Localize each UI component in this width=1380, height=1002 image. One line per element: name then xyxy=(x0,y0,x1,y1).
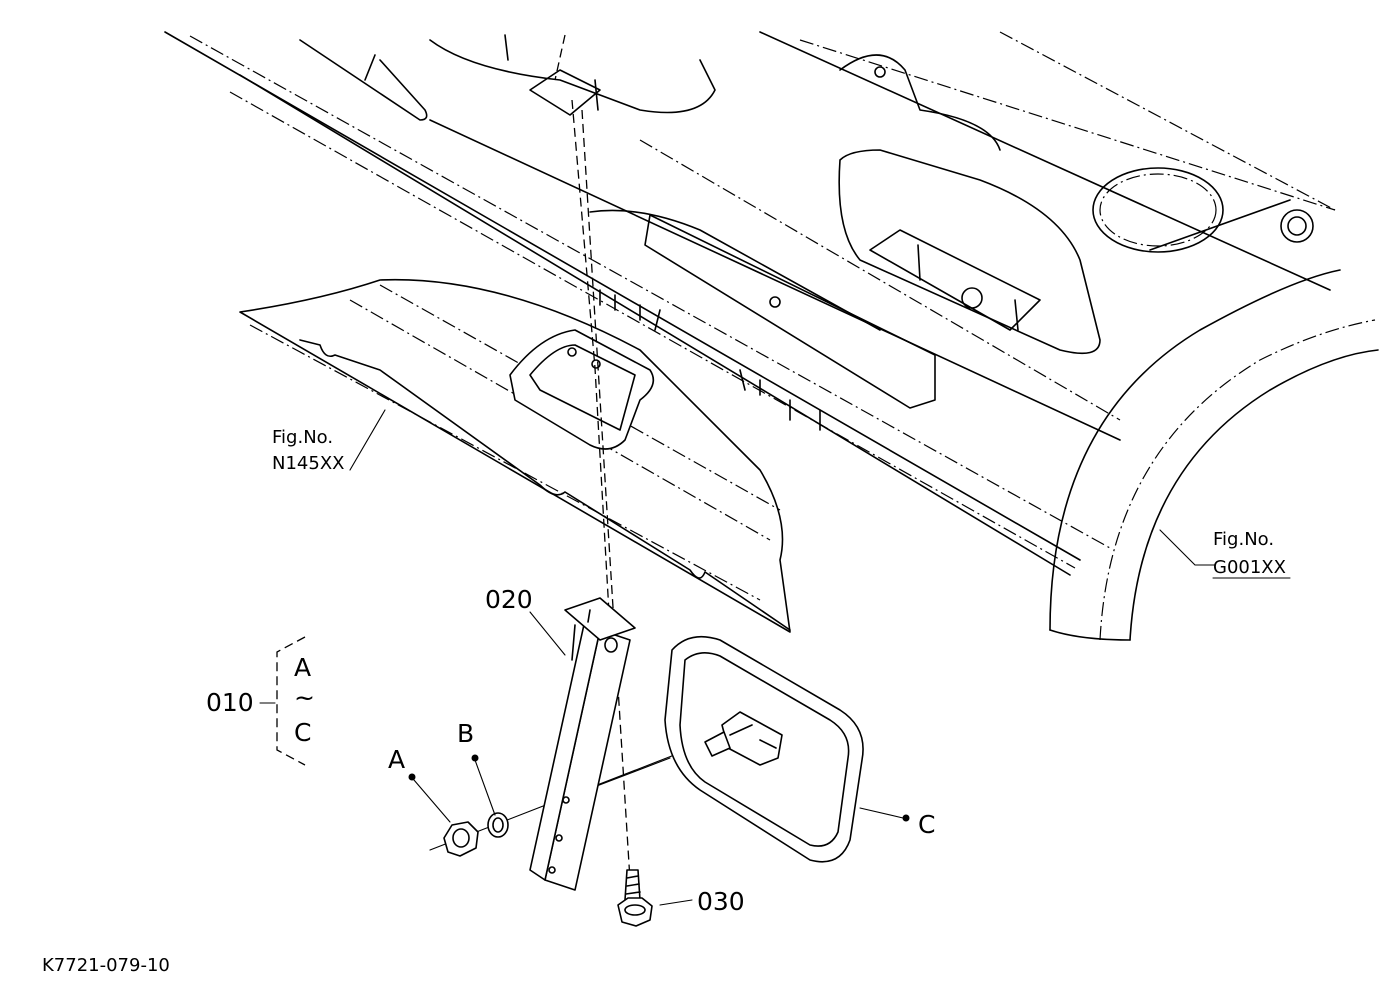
fig-ref-g001-line2: G001XX xyxy=(1213,557,1286,578)
callout-b: B xyxy=(457,719,474,748)
mirror-part xyxy=(664,635,864,863)
washer-part xyxy=(487,812,509,838)
leader-lines xyxy=(259,409,1216,906)
callout-c: C xyxy=(918,810,935,839)
range-from-label: A xyxy=(294,653,311,682)
callout-a: A xyxy=(388,745,405,774)
cab-body-linework xyxy=(164,31,1379,641)
fig-ref-g001-line1: Fig.No. xyxy=(1213,529,1274,550)
fig-ref-n145-line1: Fig.No. xyxy=(272,427,333,448)
fig-ref-n145-line2: N145XX xyxy=(272,453,344,474)
callout-030: 030 xyxy=(697,887,745,916)
mirror-bracket xyxy=(529,597,636,891)
floor-mat-panel xyxy=(239,278,791,633)
callout-020: 020 xyxy=(485,585,533,614)
drawing-code: K7721-079-10 xyxy=(42,955,170,976)
nut-part xyxy=(443,821,479,857)
callout-010: 010 xyxy=(206,688,254,717)
range-to-label: C xyxy=(294,718,311,747)
range-sep-label: ~ xyxy=(294,683,315,712)
bolt-part xyxy=(617,869,653,927)
